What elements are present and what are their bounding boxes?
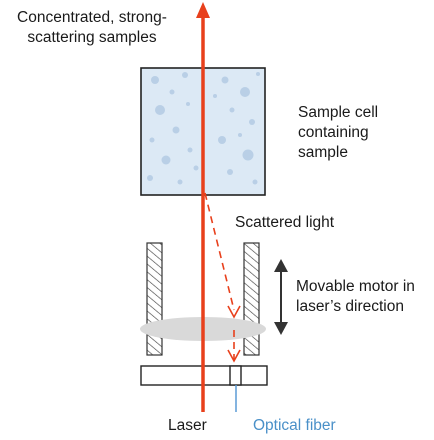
fiber-coupler bbox=[229, 365, 242, 386]
sample-particles bbox=[147, 72, 260, 185]
double-arrow-vertical-icon bbox=[274, 259, 288, 335]
samples-note-label: Concentrated, strong- scattering samples bbox=[17, 9, 167, 46]
laser-label: Laser bbox=[168, 417, 207, 434]
scattered-light-label: Scattered light bbox=[235, 214, 335, 231]
motor-rail-left bbox=[146, 242, 163, 356]
optical-fiber-label: Optical fiber bbox=[253, 417, 336, 434]
scattered-light-path bbox=[204, 192, 241, 366]
movable-motor-label: Movable motor in laser’s direction bbox=[296, 278, 415, 315]
arrow-up-icon bbox=[196, 2, 210, 18]
motor-rail-right bbox=[243, 242, 260, 356]
sample-cell-label: Sample cell containing sample bbox=[298, 104, 379, 161]
